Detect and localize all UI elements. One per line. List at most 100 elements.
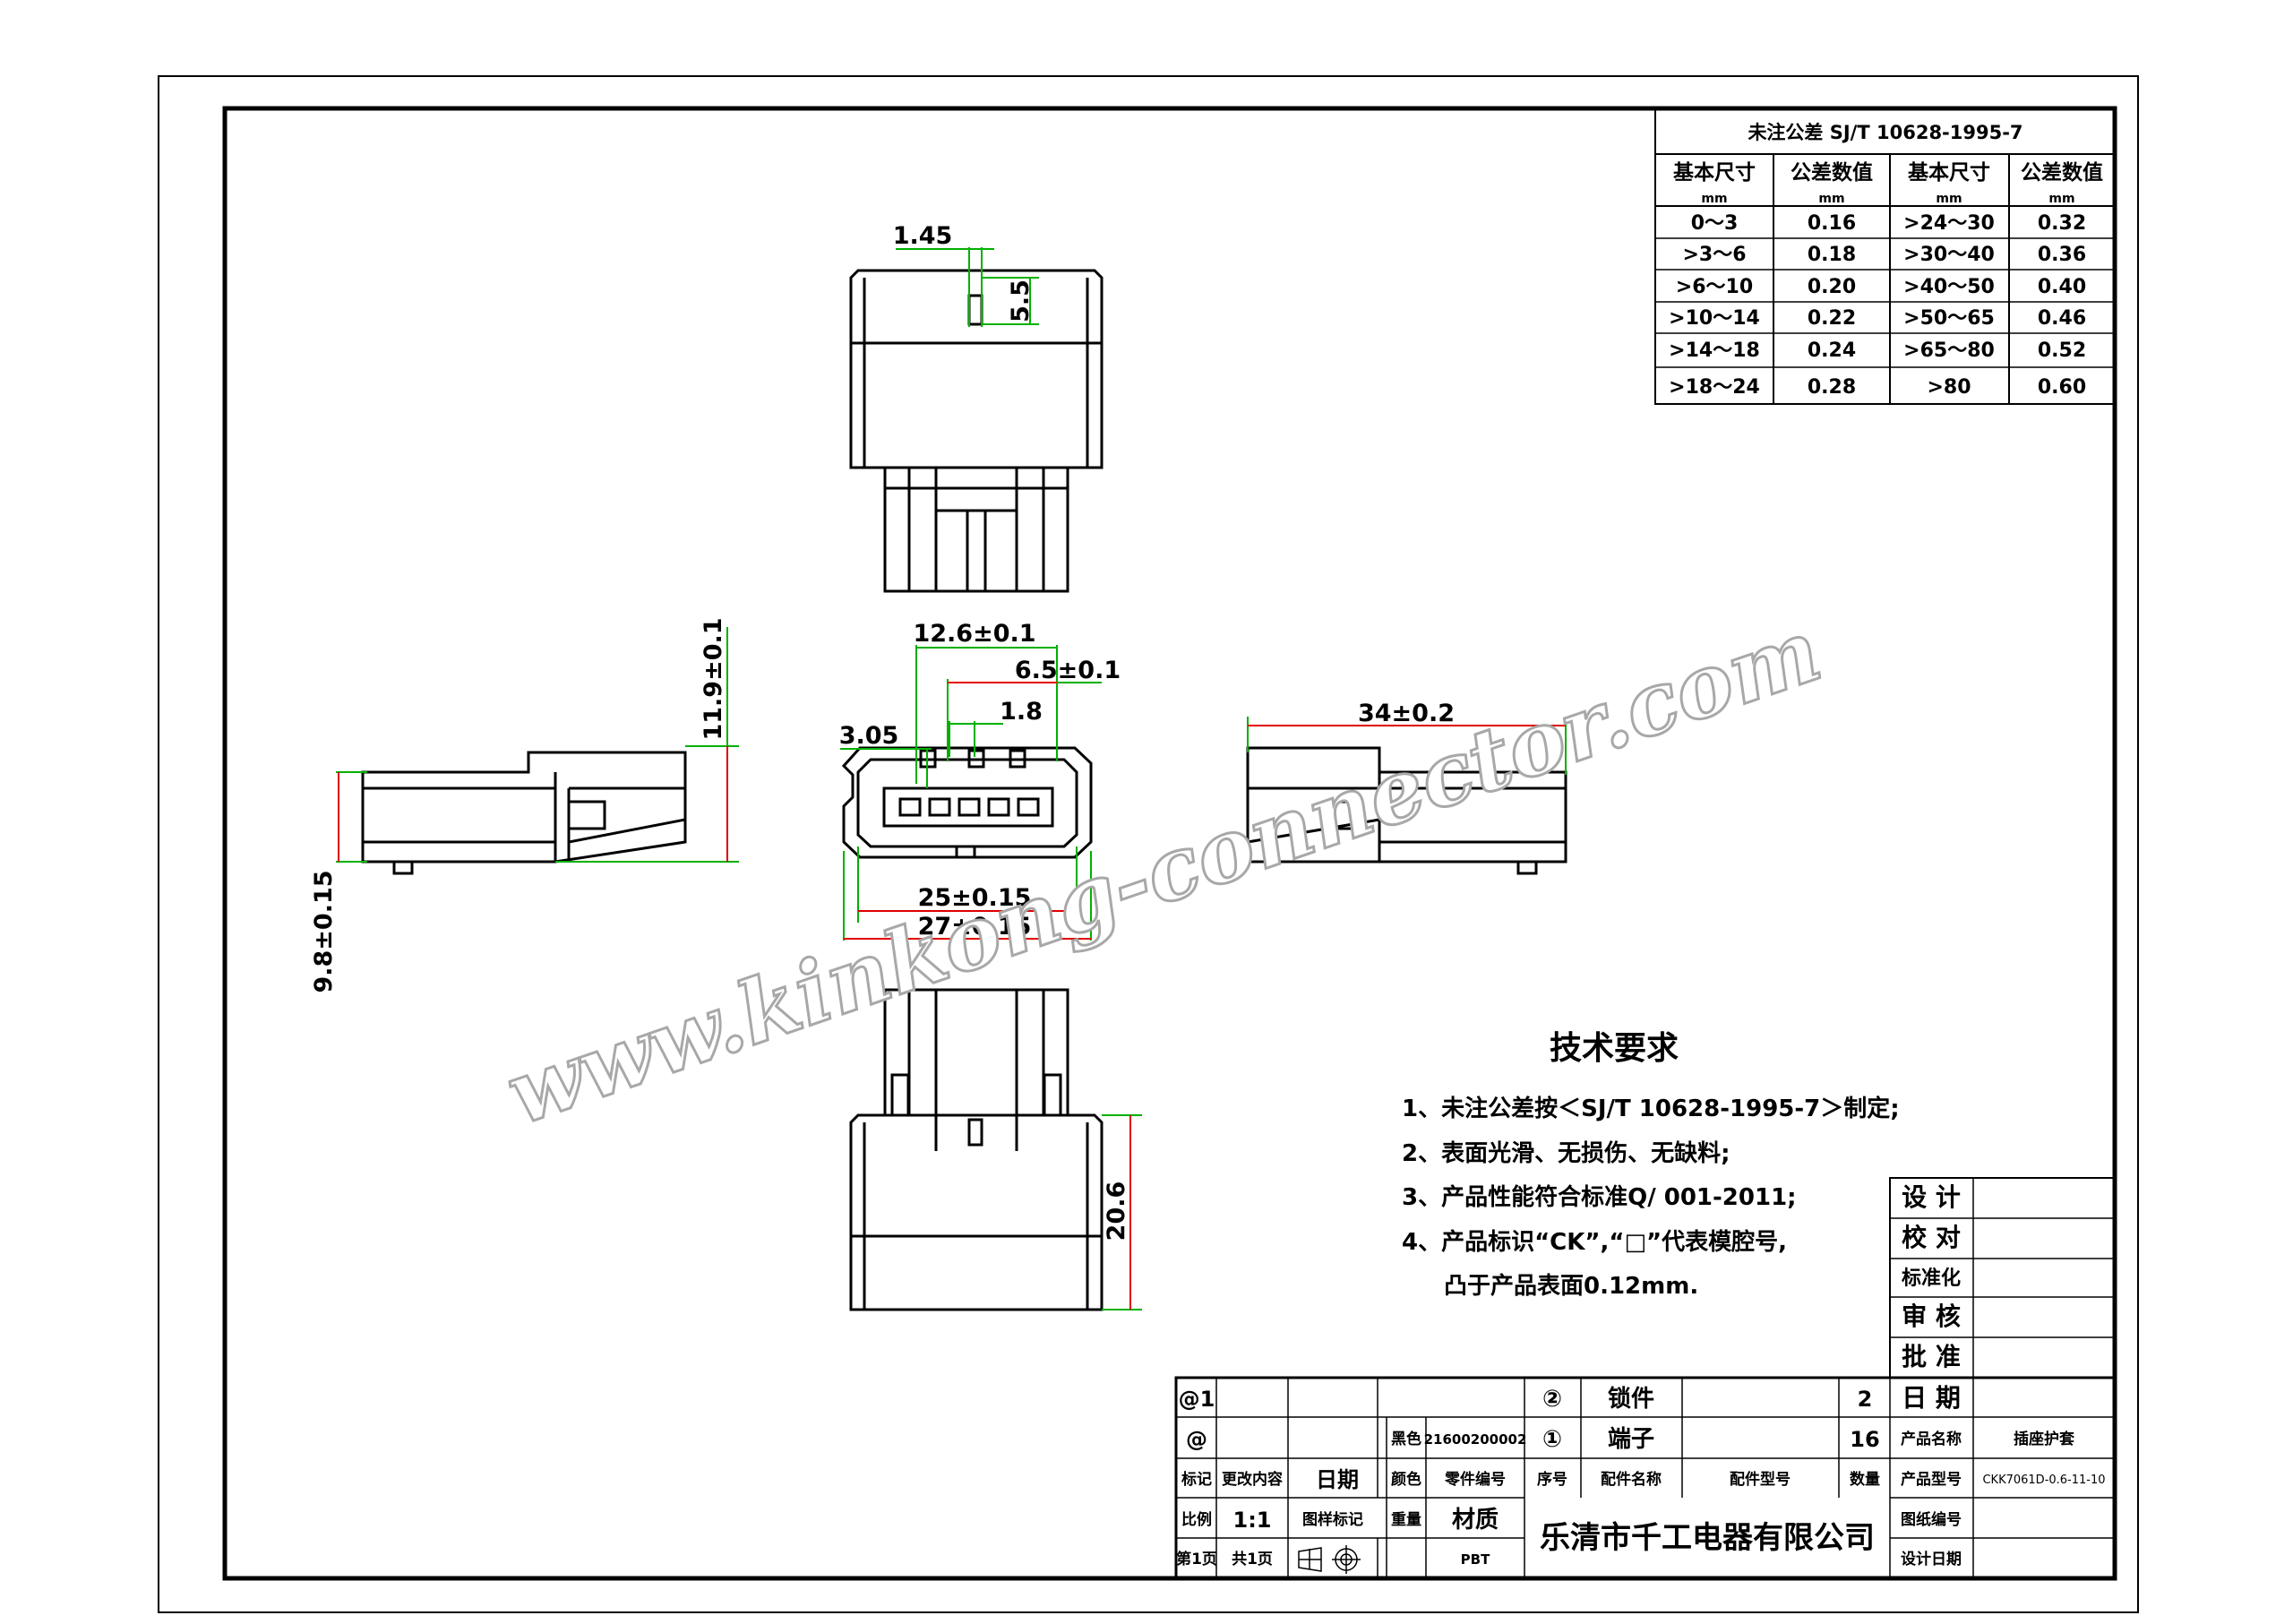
tolerance-cell-tol-a: 0.16: [1808, 212, 1856, 235]
material-label: 材质: [1452, 1507, 1499, 1534]
product-name-label: 产品名称: [1901, 1430, 1962, 1448]
color-header: 颜色: [1391, 1470, 1421, 1489]
color-value: 黑色: [1391, 1430, 1421, 1448]
dim-left-view: [336, 627, 739, 863]
part-seq-2: ①: [1542, 1426, 1562, 1453]
tolerance-table-title: 未注公差 SJ/T 10628-1995-7: [1748, 122, 2022, 143]
tolerance-cell-size-b: >30～40: [1903, 244, 1995, 266]
rev-header-content: 更改内容: [1222, 1470, 1283, 1489]
table-unit-2: mm: [1818, 192, 1844, 206]
projection-symbol-icon: [1298, 1545, 1361, 1574]
material-value: PBT: [1461, 1551, 1490, 1568]
approval-approve: 批 准: [1902, 1342, 1961, 1371]
drawing-no-label: 图纸编号: [1901, 1510, 1962, 1529]
dim-front-red: [844, 682, 1091, 940]
approval-date: 日 期: [1902, 1383, 1961, 1413]
tolerance-cell-size-a: 0～3: [1691, 212, 1739, 235]
bottom-view: [849, 988, 1104, 1311]
dim-34: 34±0.2: [1358, 700, 1455, 727]
approval-standard: 标准化: [1902, 1267, 1961, 1290]
inner-border: [222, 106, 2117, 1581]
tolerance-cell-size-a: >10～14: [1669, 307, 1760, 330]
approval-design: 设 计: [1902, 1182, 1961, 1212]
dim-bottom-view: [1102, 1114, 1142, 1310]
table-unit-3: mm: [1936, 192, 1962, 206]
rev-header-date: 日期: [1316, 1467, 1359, 1492]
color-code: 21600200002: [1424, 1431, 1527, 1448]
tech-req-3: 3、产品性能符合标准Q/ 001-2011;: [1402, 1183, 1797, 1211]
tolerance-cell-size-a: >3～6: [1682, 244, 1746, 266]
dim-3-05: 3.05: [839, 722, 899, 750]
parts-header-seq: 序号: [1537, 1470, 1567, 1489]
dim-25: 25±0.15: [918, 884, 1032, 912]
table-header-size-2: 基本尺寸: [1908, 161, 1990, 185]
parts-header-name: 配件名称: [1601, 1470, 1662, 1489]
tolerance-rows: 0～3 0.16 >24～30 0.32 >3～6 0.18 >30～40 0.36 >6～10…: [1669, 212, 2086, 399]
table-header-size-1: 基本尺寸: [1673, 161, 1756, 185]
approval-review: 审 核: [1902, 1302, 1961, 1331]
dim-11-9: 11.9±0.1: [700, 617, 727, 740]
rev-mark-1: @1: [1179, 1387, 1215, 1412]
left-side-view: [361, 751, 687, 875]
table-unit-4: mm: [2048, 192, 2074, 206]
tolerance-table: 未注公差 SJ/T 10628-1995-7 基本尺寸 公差数值 基本尺寸 公差…: [1654, 107, 2116, 405]
tolerance-cell-size-a: >6～10: [1676, 276, 1753, 298]
tolerance-cell-tol-a: 0.28: [1808, 376, 1856, 399]
tech-req-5: 凸于产品表面0.12mm.: [1444, 1273, 1698, 1300]
weight-label: 重量: [1391, 1510, 1421, 1529]
tech-req-1: 1、未注公差按＜SJ/T 10628-1995-7＞制定;: [1402, 1095, 1900, 1122]
title-block: [1174, 1177, 2117, 1580]
part-qty-1: 2: [1858, 1387, 1873, 1412]
total-label: 共1页: [1232, 1551, 1273, 1568]
tolerance-cell-tol-b: 0.52: [2038, 339, 2086, 362]
table-header-tol-1: 公差数值: [1791, 160, 1873, 185]
tolerance-cell-size-b: >80: [1927, 376, 1971, 399]
part-name-1: 锁件: [1608, 1385, 1654, 1413]
dim-1-8: 1.8: [1000, 698, 1043, 726]
rev-mark-2: @: [1186, 1427, 1207, 1452]
table-header-tol-2: 公差数值: [2021, 160, 2103, 185]
tolerance-cell-tol-b: 0.32: [2038, 212, 2086, 235]
front-view: [841, 746, 1093, 859]
tolerance-cell-tol-a: 0.18: [1808, 244, 1856, 266]
dim-27: 27±0.15: [918, 913, 1032, 941]
tolerance-cell-tol-b: 0.46: [2038, 307, 2086, 330]
tech-req-4: 4、产品标识“CK”,“□”代表模腔号,: [1402, 1229, 1787, 1256]
tolerance-cell-size-b: >40～50: [1903, 276, 1995, 298]
tolerance-cell-size-b: >24～30: [1903, 212, 1995, 235]
parts-header-qty: 数量: [1850, 1470, 1880, 1489]
product-name-value: 插座护套: [2014, 1430, 2075, 1448]
tolerance-cell-size-b: >50～65: [1903, 307, 1995, 330]
parts-header-model: 配件型号: [1730, 1470, 1791, 1489]
dim-5-5: 5.5: [1007, 279, 1035, 322]
scale-label: 比例: [1181, 1510, 1212, 1529]
table-unit-1: mm: [1701, 192, 1727, 206]
tolerance-cell-tol-a: 0.22: [1808, 307, 1856, 330]
scale-value: 1:1: [1233, 1508, 1272, 1533]
product-model-label: 产品型号: [1901, 1470, 1962, 1489]
drawing-mark-label: 图样标记: [1302, 1510, 1363, 1529]
tolerance-cell-size-b: >65～80: [1903, 339, 1995, 362]
tolerance-cell-tol-a: 0.24: [1808, 339, 1856, 362]
part-seq-1: ②: [1542, 1386, 1562, 1413]
tech-req-2: 2、表面光滑、无损伤、无缺料;: [1402, 1140, 1730, 1167]
dim-20-6: 20.6: [1103, 1181, 1130, 1242]
page-label: 第1页: [1176, 1550, 1217, 1568]
part-no-header: 零件编号: [1444, 1470, 1506, 1489]
dim-12-6: 12.6±0.1: [913, 620, 1035, 648]
tolerance-cell-tol-a: 0.20: [1808, 276, 1856, 298]
design-date-label: 设计日期: [1901, 1550, 1962, 1568]
part-name-2: 端子: [1608, 1426, 1654, 1453]
company-name: 乐清市千工电器有限公司: [1540, 1520, 1875, 1556]
tolerance-cell-size-a: >14～18: [1669, 339, 1760, 362]
tolerance-cell-tol-b: 0.40: [2038, 276, 2086, 298]
tolerance-cell-tol-b: 0.36: [2038, 244, 2086, 266]
product-model-value: CKK7061D-0.6-11-10: [1982, 1474, 2105, 1487]
dim-1-45: 1.45: [893, 222, 953, 250]
top-view: [849, 269, 1104, 593]
dim-9-8: 9.8±0.15: [310, 870, 338, 992]
rev-header-mark: 标记: [1181, 1470, 1212, 1489]
dim-6-5: 6.5±0.1: [1015, 657, 1121, 684]
